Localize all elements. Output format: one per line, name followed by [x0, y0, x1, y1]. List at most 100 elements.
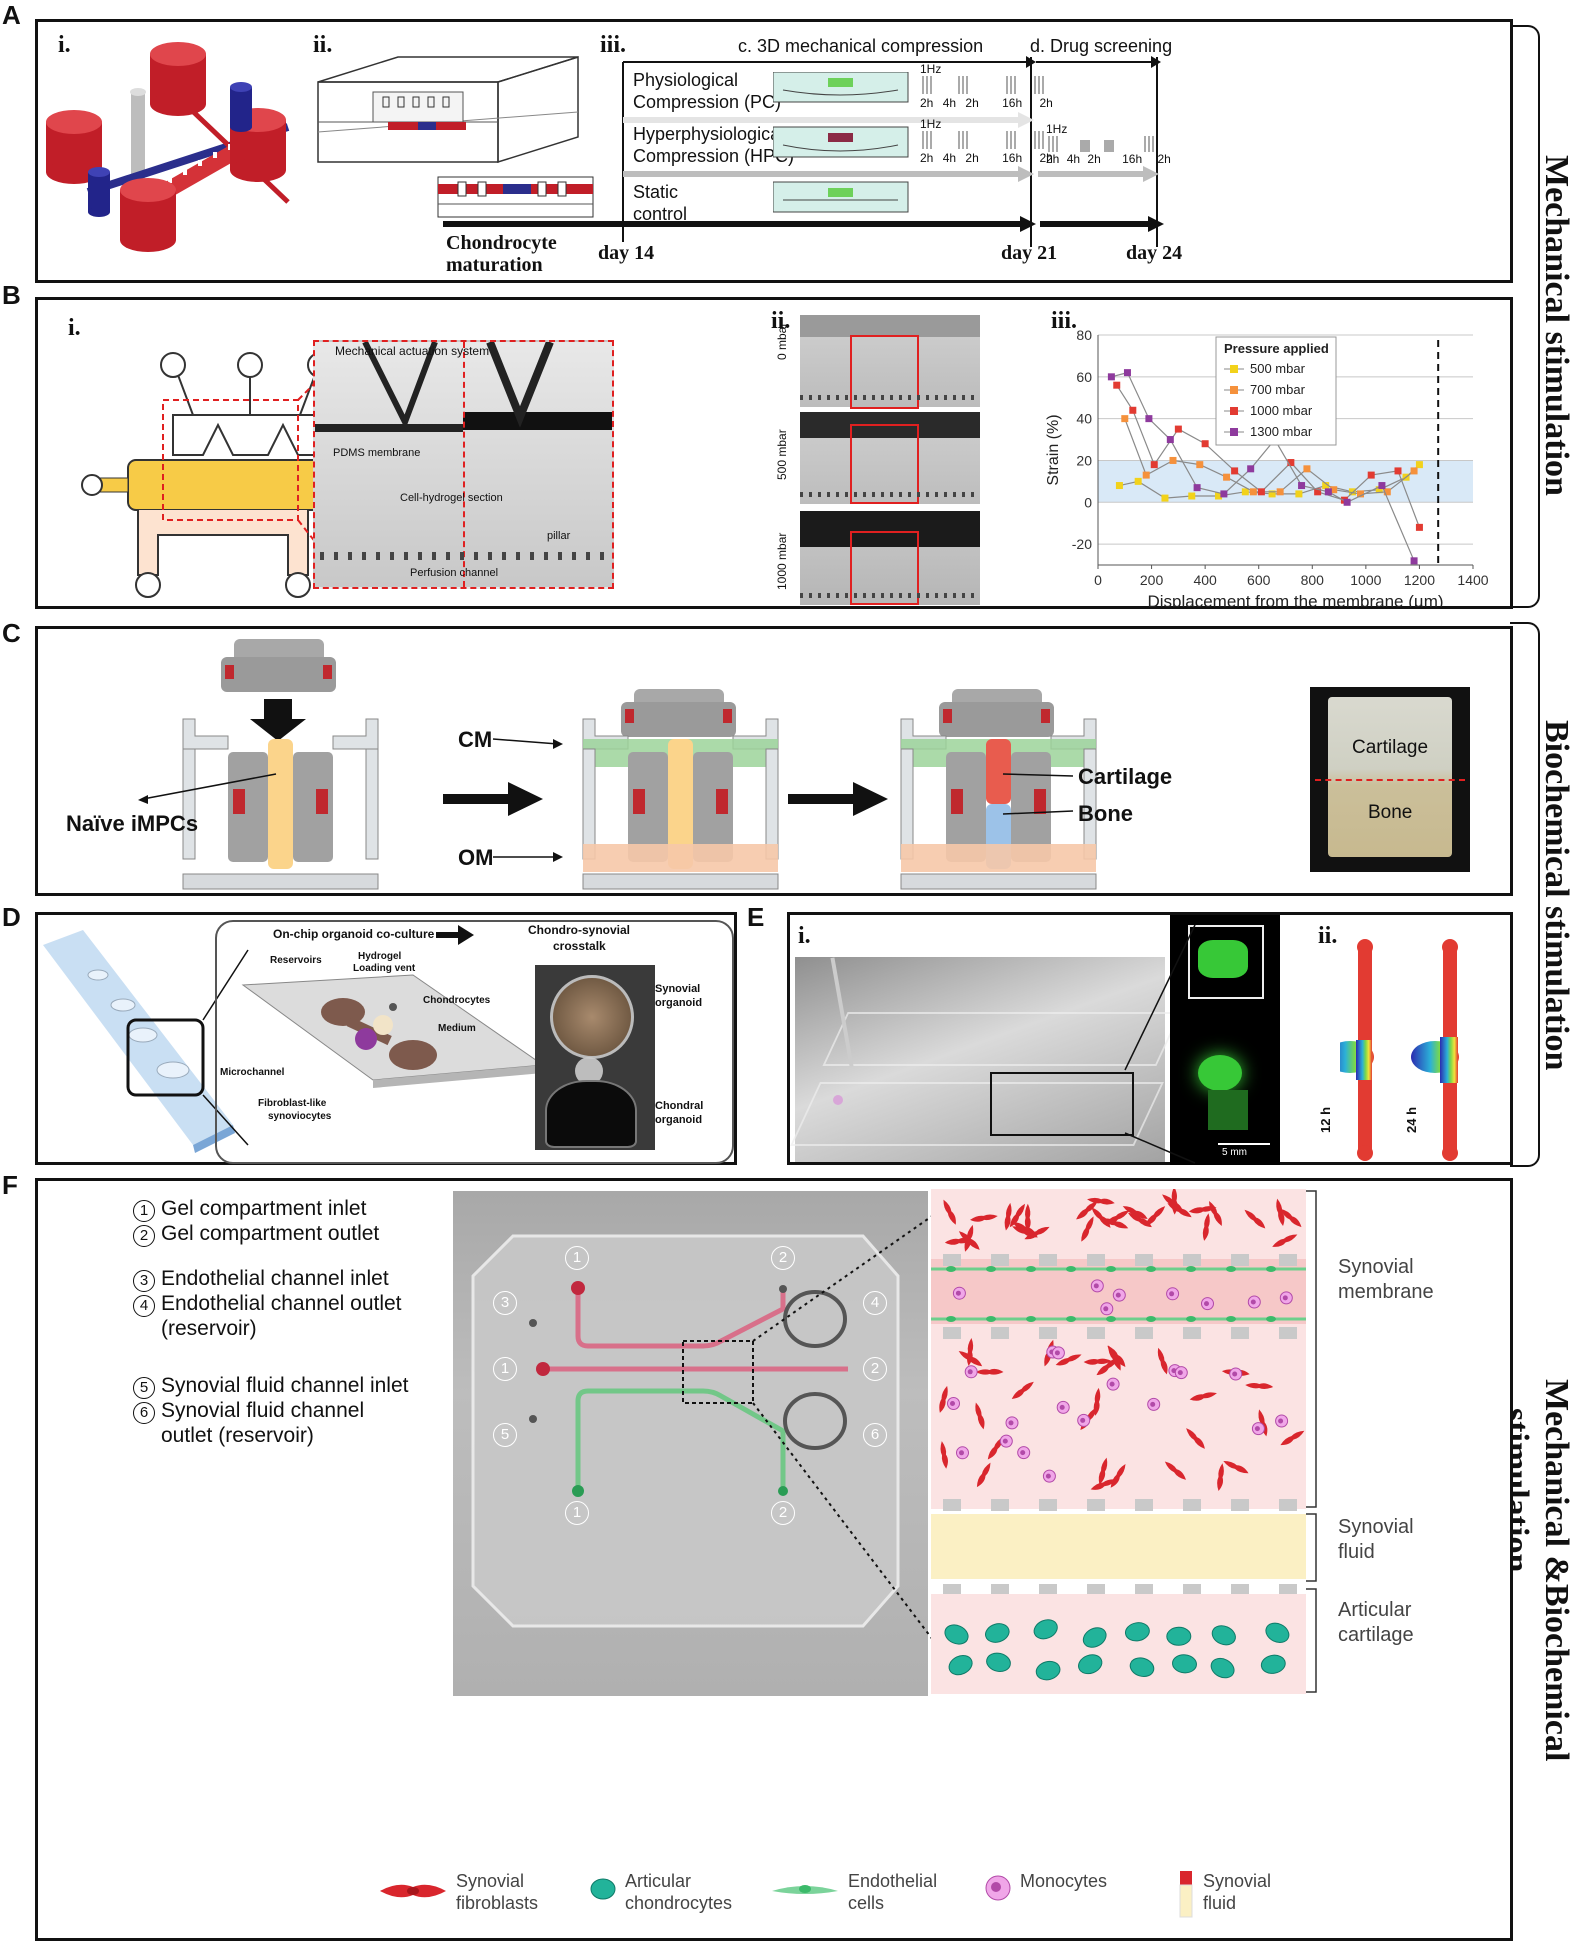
data-point — [1201, 440, 1209, 448]
legend-entry: 700 mbar — [1250, 382, 1306, 397]
data-point — [1220, 490, 1228, 498]
monocyte-nucleus — [955, 1290, 961, 1296]
panel-label-a: A — [2, 0, 21, 30]
day-24-label: day 24 — [1126, 242, 1183, 264]
synovial-fibroblast — [1258, 1409, 1268, 1437]
title-crosstalk-2: crosstalk — [553, 939, 606, 953]
monocyte-nucleus — [1059, 1404, 1065, 1410]
data-point — [1268, 490, 1276, 498]
panel-e-sub-i: i. — [798, 923, 811, 949]
y-tick-label: -20 — [1072, 536, 1092, 552]
fibroblast-icon — [380, 1884, 446, 1898]
bracket-mechanical — [1510, 25, 1540, 608]
pc-label-1: Physiological — [633, 70, 739, 90]
panel-b-sub-i: i. — [68, 315, 81, 341]
data-point — [1115, 482, 1123, 490]
pc-time-2: 2h — [965, 96, 979, 110]
synovial-fibroblast — [1280, 1208, 1302, 1228]
data-point — [1298, 482, 1306, 490]
chip-3d-illustration — [46, 42, 290, 252]
item-1-num: 1 — [133, 1200, 155, 1222]
synovial-fibroblast — [1104, 1210, 1130, 1225]
articular-chondrocyte — [1035, 1660, 1061, 1681]
hpc-schedule: 1Hz 2h 4h 2h 16h 2h — [920, 117, 1060, 167]
data-point — [1121, 415, 1129, 423]
hpc-label-1: Hyperphysiological — [633, 124, 785, 144]
hpc-time-3: 16h — [1002, 151, 1023, 165]
data-point — [1174, 425, 1182, 433]
chip-array-photo — [790, 957, 1182, 1162]
x-tick-label: 1200 — [1404, 572, 1435, 588]
maturation-arrow — [443, 216, 1164, 232]
panel-label-e: E — [747, 902, 765, 932]
synovial-fibroblast — [1164, 1461, 1186, 1480]
panel-b: i. ii. iii. Mechanical actuation system … — [35, 297, 1513, 609]
legend-fibroblast-2: fibroblasts — [456, 1893, 539, 1913]
articular-chondrocyte — [1172, 1654, 1197, 1674]
synovial-fibroblast — [970, 1214, 998, 1222]
data-point — [1394, 467, 1402, 475]
item-4-num: 4 — [133, 1295, 155, 1317]
synovial-fibroblast — [987, 1436, 1004, 1460]
x-tick-label: 0 — [1094, 572, 1102, 588]
data-point — [1193, 484, 1201, 492]
legend-fluid-2: fluid — [1203, 1893, 1237, 1913]
chip-slide-illustration — [43, 930, 249, 1153]
x-axis-label: Displacement from the membrane (µm) — [1147, 592, 1443, 607]
item-4-text: Endothelial channel outlet — [161, 1292, 402, 1315]
monocyte-nucleus — [1020, 1450, 1026, 1456]
monocyte-nucleus — [1045, 1473, 1051, 1479]
y-tick-label: 40 — [1076, 411, 1092, 427]
monocyte-nucleus — [959, 1450, 964, 1456]
crosstalk-arrow — [436, 925, 474, 945]
title-co-culture: On-chip organoid co-culture — [273, 927, 435, 941]
chip-num-2-top: 2 — [771, 1246, 795, 1270]
monocyte-icon — [985, 1875, 1011, 1901]
item-2-num: 2 — [133, 1225, 155, 1247]
synovial-fibroblast — [1186, 1428, 1205, 1449]
legend-chondrocyte-1: Articular — [625, 1871, 692, 1891]
data-point — [1383, 488, 1391, 496]
item-6-cont: outlet (reservoir) — [161, 1424, 314, 1447]
legend-endothelial-2: cells — [848, 1893, 885, 1913]
synovial-fibroblast — [939, 1385, 948, 1413]
simulation-columns — [1340, 939, 1459, 1161]
monocyte-nucleus — [1177, 1370, 1183, 1376]
drug-time-0: 2h — [1046, 152, 1060, 166]
data-point — [1247, 465, 1255, 473]
data-point — [1223, 473, 1231, 481]
chondrocyte-icon — [590, 1878, 616, 1900]
synovial-fibroblast — [1055, 1354, 1082, 1366]
legend-marker — [1230, 365, 1238, 373]
label-chondral-organoid-1: Chondral — [655, 1100, 704, 1112]
data-point — [1145, 415, 1153, 423]
panel-a-sub-i: i. — [58, 32, 71, 58]
synovial-fibroblast — [1245, 1383, 1274, 1389]
pressure-label-500: 500 mbar — [775, 429, 789, 480]
label-pdms: PDMS membrane — [333, 447, 421, 459]
panel-a-sub-iii: iii. — [600, 32, 627, 58]
data-point — [1295, 490, 1303, 498]
synovial-fibroblast — [1024, 1226, 1050, 1240]
organoid-chip-diagram — [241, 974, 545, 1088]
panel-label-f: F — [2, 1170, 18, 1200]
label-cartilage: Cartilage — [1078, 764, 1173, 789]
pc-time-1: 4h — [942, 96, 957, 110]
panel-e-sub-ii: ii. — [1318, 923, 1338, 949]
data-point — [1378, 482, 1386, 490]
synovial-fibroblast — [1090, 1479, 1117, 1490]
scale-bar-label: 5 mm — [1222, 1147, 1247, 1158]
label-naive-impcs: Naïve iMPCs — [66, 811, 199, 836]
synovial-fibroblast — [943, 1199, 956, 1225]
chip-num-3: 3 — [493, 1291, 517, 1315]
photo-label-bone: Bone — [1368, 802, 1413, 823]
label-hydrogel-2: Loading vent — [353, 963, 416, 974]
endothelial-icon — [772, 1885, 838, 1894]
cell-legend: Synovial fibroblasts Articular chondrocy… — [378, 1871, 1328, 1931]
panel-c: Naïve iMPCs CM OM Cartilage Bone Cartila… — [35, 626, 1513, 896]
microfluidic-schematic — [81, 344, 358, 598]
synovial-fibroblast — [940, 1441, 948, 1469]
synovial-fibroblast — [1087, 1197, 1115, 1205]
